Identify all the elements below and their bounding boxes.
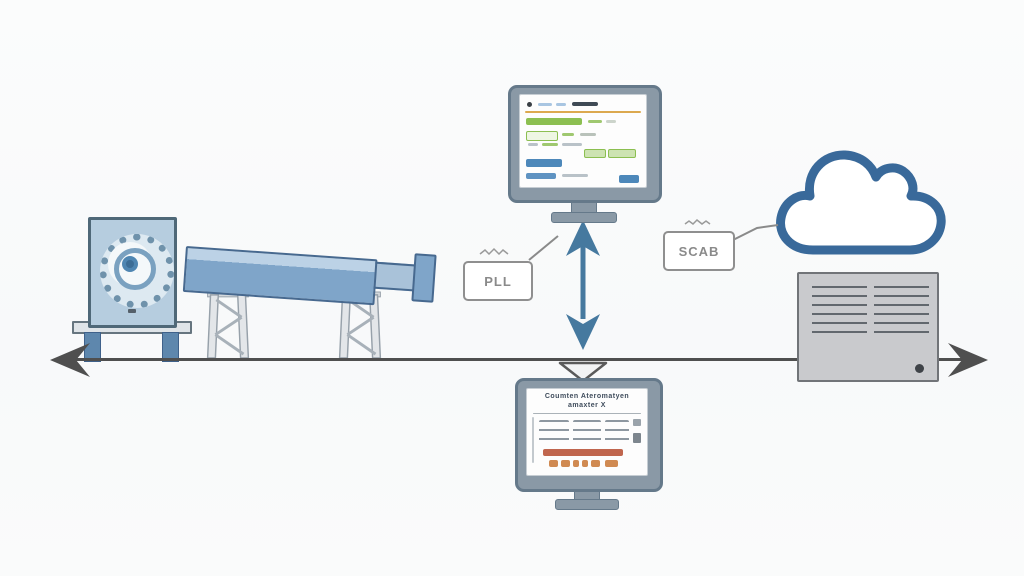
- hmi-top-progress-bar: [526, 118, 582, 125]
- hmi-top-action-button: [619, 175, 639, 183]
- hmi-bottom-divider: [533, 413, 641, 414]
- arrowhead-down: [566, 314, 600, 350]
- scada-callout-line: [730, 224, 779, 242]
- hmi-top-nav-item: [538, 103, 552, 106]
- machine-nameplate: [128, 309, 136, 313]
- hmi-bottom-button: [582, 460, 588, 467]
- hmi-bottom-title-line2: amaxter X: [568, 402, 606, 409]
- plc-callout-line: [528, 235, 559, 261]
- plc-tag-label: PLL: [484, 273, 512, 289]
- hmi-top-header-rule: [525, 111, 641, 113]
- hmi-top-row-text: [580, 133, 596, 136]
- hmi-top-button: [584, 149, 606, 158]
- hmi-top-screen: [519, 94, 647, 188]
- fieldbus-line: [58, 358, 966, 361]
- arrowhead-up: [566, 220, 600, 256]
- hmi-top-row-text: [562, 143, 582, 146]
- bus-drop-connector: [558, 361, 608, 383]
- scada-scribble: [684, 218, 711, 225]
- hmi-top-blue-bar: [526, 159, 562, 167]
- hmi-bottom-button: [591, 460, 600, 467]
- hmi-bottom-button: [605, 460, 618, 467]
- plc-tag: PLL: [463, 261, 533, 301]
- server-vents-right: [874, 286, 929, 339]
- server-power-button-icon: [915, 364, 924, 373]
- hmi-bottom-title-line1: Coumten Ateromatyen: [544, 393, 630, 400]
- hmi-bottom-icon: [633, 419, 641, 426]
- hmi-bottom-button: [549, 460, 558, 467]
- gear-machine: [88, 217, 177, 328]
- hmi-bottom-table-col: [605, 420, 629, 445]
- hmi-top-row-text: [542, 143, 558, 146]
- bidirectional-arrow: [566, 220, 600, 350]
- hmi-top-row-text: [562, 174, 588, 177]
- hmi-bottom-button: [561, 460, 570, 467]
- hmi-top-row-text: [528, 143, 538, 146]
- hmi-top-nav-active: [572, 102, 598, 106]
- hmi-top-logo-icon: [527, 102, 532, 107]
- hmi-bottom-table-col: [539, 420, 569, 445]
- hmi-top-blue-label: [526, 173, 556, 179]
- cloud-icon: [776, 150, 946, 255]
- hmi-top-nav-item: [556, 103, 566, 106]
- server-vents-left: [812, 286, 867, 339]
- hmi-bottom-lock-icon: [633, 433, 641, 443]
- hmi-bottom-side-rail: [532, 417, 534, 463]
- monitor-top-base: [551, 212, 617, 223]
- hmi-top-row-text: [562, 133, 574, 136]
- scada-tag-label: SCAB: [678, 243, 720, 259]
- monitor-bottom-base: [555, 499, 619, 510]
- hmi-top-value-text: [606, 120, 616, 123]
- hmi-top-button: [608, 149, 636, 158]
- hmi-bottom-table-col: [573, 420, 601, 445]
- machine-stand-leg-right: [162, 332, 179, 362]
- arrowhead-left: [50, 343, 90, 377]
- hmi-bottom-button: [573, 460, 579, 467]
- gear-hub-center: [126, 260, 134, 268]
- hmi-bottom-alarm-bar: [543, 449, 623, 456]
- scada-tag: SCAB: [663, 231, 735, 271]
- hmi-bottom-screen: Coumten Ateromatyen amaxter X: [526, 388, 648, 476]
- arrowhead-right: [948, 343, 988, 377]
- hmi-top-value-text: [588, 120, 602, 123]
- server-cabinet: [797, 272, 939, 382]
- plc-scribble: [479, 247, 509, 256]
- hmi-top-status-pill: [526, 131, 558, 141]
